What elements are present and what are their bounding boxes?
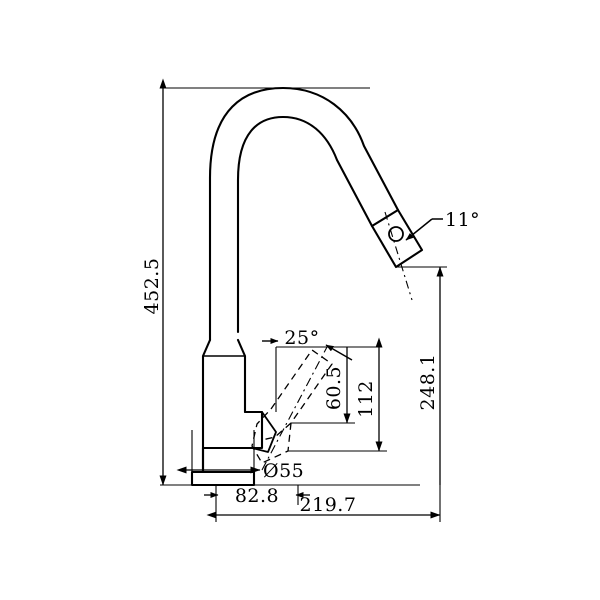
dim-label-452-5: 452.5 bbox=[141, 258, 163, 315]
angle-11-leader bbox=[405, 218, 433, 241]
dim-label-219-7-value: 219.7 bbox=[300, 494, 357, 516]
dimension-base-offset: 82.8 bbox=[204, 485, 310, 507]
wand-seat-wedge bbox=[251, 411, 277, 453]
dimension-wand-height: 112 bbox=[288, 337, 387, 452]
dim-label-82-8: 82.8 bbox=[235, 485, 279, 507]
dim-label-112: 112 bbox=[355, 380, 377, 418]
aerator-circle bbox=[388, 226, 404, 242]
dimension-base-diameter: Ø55 bbox=[176, 430, 304, 482]
wand-inner-line bbox=[261, 422, 292, 441]
dimension-overall-height: 452.5 bbox=[141, 78, 420, 486]
spray-head-centerline bbox=[384, 211, 413, 301]
spray-head-angle-construction bbox=[384, 211, 413, 301]
angle-11-label: 11° bbox=[445, 209, 480, 231]
dimension-wand-length: 60.5 bbox=[291, 347, 355, 424]
dim-label-248-1: 248.1 bbox=[417, 354, 439, 411]
dimension-outlet-height: 248.1 bbox=[396, 266, 447, 485]
angle-25-label: 25° bbox=[284, 327, 319, 349]
gooseneck-inner-curve bbox=[236, 115, 374, 334]
dimension-total-projection: 219.7 bbox=[206, 485, 441, 522]
dim-label-diameter-55: Ø55 bbox=[263, 460, 304, 482]
spray-head-collar-line bbox=[371, 209, 399, 227]
dim-label-60-5: 60.5 bbox=[323, 366, 345, 410]
wand-centerline bbox=[261, 346, 328, 471]
angle-25-right-arrow bbox=[325, 344, 353, 361]
